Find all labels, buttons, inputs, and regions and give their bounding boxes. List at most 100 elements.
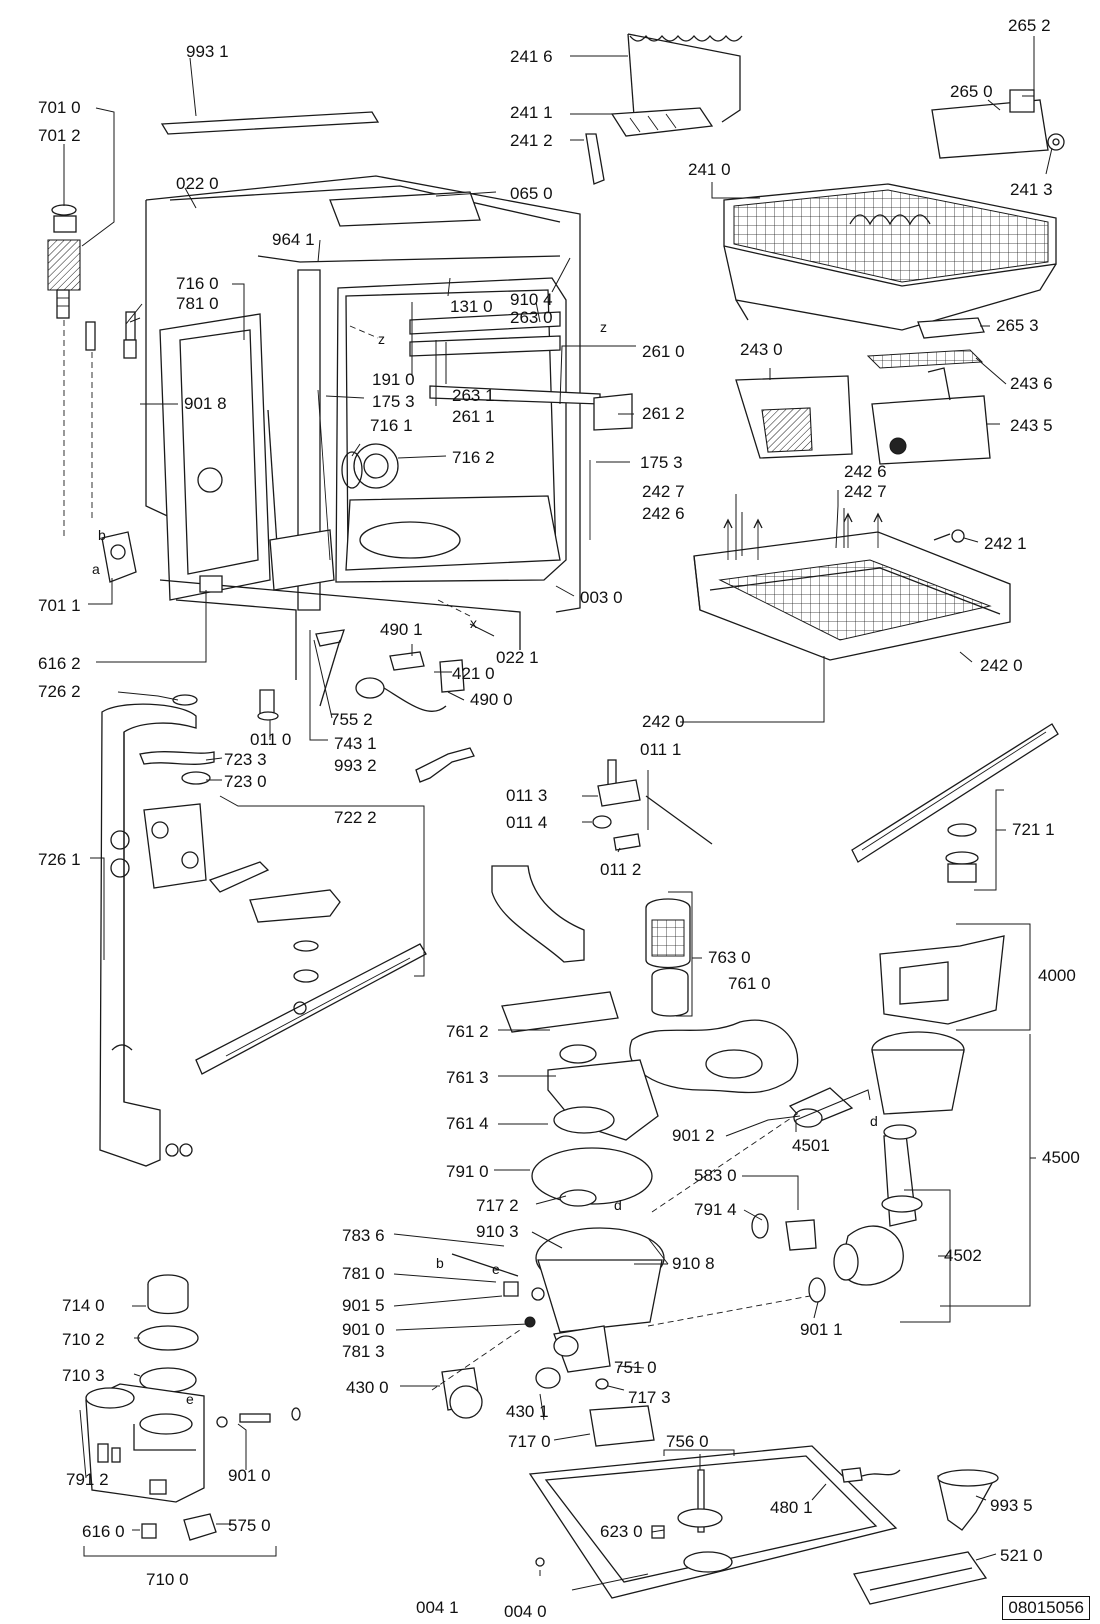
part-label: 521 0 — [1000, 1546, 1043, 1565]
part-label: 191 0 — [372, 370, 415, 389]
part-label: 175 3 — [372, 392, 415, 411]
part-label: 242 7 — [844, 482, 887, 501]
part-label: 723 0 — [224, 772, 267, 791]
part-label: 791 4 — [694, 1200, 737, 1219]
part-label: 755 2 — [330, 710, 373, 729]
part-label: 791 2 — [66, 1470, 109, 1489]
letter-mark: e — [492, 1261, 500, 1277]
part-label: 011 4 — [506, 813, 548, 832]
part-label: 263 1 — [452, 386, 495, 405]
part-label: 131 0 — [450, 297, 493, 316]
part-label: 701 2 — [38, 126, 81, 145]
part-label: 717 3 — [628, 1388, 671, 1407]
part-label: 242 0 — [642, 712, 685, 731]
letter-mark: x — [470, 615, 477, 631]
part-label: 242 6 — [844, 462, 887, 481]
part-label: 261 1 — [452, 407, 495, 426]
part-label: 901 2 — [672, 1126, 715, 1145]
part-label: 022 1 — [496, 648, 539, 667]
inlet-valve-part — [47, 204, 137, 583]
letter-mark: a — [92, 561, 100, 577]
part-label: 701 1 — [38, 596, 81, 615]
part-label: 716 1 — [370, 416, 413, 435]
letter-mark: d — [870, 1113, 878, 1129]
part-label: 993 5 — [990, 1496, 1033, 1515]
part-label: 717 0 — [508, 1432, 551, 1451]
part-label: 4502 — [944, 1246, 982, 1265]
part-label: 993 1 — [186, 42, 229, 61]
part-label: 241 6 — [510, 47, 553, 66]
part-label: 726 1 — [38, 850, 81, 869]
part-label: 241 3 — [1010, 180, 1053, 199]
part-label: 781 0 — [342, 1264, 385, 1283]
part-label: 781 0 — [176, 294, 219, 313]
part-label: 4500 — [1042, 1148, 1080, 1167]
part-label: 265 3 — [996, 316, 1039, 335]
part-label: 265 2 — [1008, 16, 1051, 35]
part-label: 751 0 — [614, 1358, 657, 1377]
pump-heater-parts — [647, 935, 1005, 1327]
upper-spray-arm-part — [851, 723, 1059, 883]
part-label: 901 8 — [184, 394, 227, 413]
part-label: 910 3 — [476, 1222, 519, 1241]
part-label: 716 2 — [452, 448, 495, 467]
base-tray-parts — [528, 1445, 999, 1605]
part-label: 717 2 — [476, 1196, 519, 1215]
part-label: 623 0 — [600, 1522, 643, 1541]
letter-mark: z — [600, 319, 607, 335]
door-switch-parts — [257, 629, 475, 783]
part-label: 575 0 — [228, 1516, 271, 1535]
part-label: 616 2 — [38, 654, 81, 673]
part-label: 421 0 — [452, 664, 495, 683]
upper-basket-part — [585, 33, 1065, 339]
part-label: 721 1 — [1012, 820, 1055, 839]
part-label: 241 1 — [510, 103, 553, 122]
part-label: 710 0 — [146, 1570, 189, 1589]
sump-filter-parts — [491, 865, 799, 1141]
part-label: 490 0 — [470, 690, 513, 709]
part-label: 243 5 — [1010, 416, 1053, 435]
part-label: 726 2 — [38, 682, 81, 701]
seal-strip-part — [160, 111, 380, 135]
part-label: 761 4 — [446, 1114, 489, 1133]
part-label: 993 2 — [334, 756, 377, 775]
part-label: 910 8 — [672, 1254, 715, 1273]
part-label: 710 3 — [62, 1366, 105, 1385]
part-label: 716 0 — [176, 274, 219, 293]
part-label: 4501 — [792, 1136, 830, 1155]
part-label: 243 0 — [740, 340, 783, 359]
part-label: 714 0 — [62, 1296, 105, 1315]
water-softener-parts — [85, 1274, 301, 1541]
part-label: 242 7 — [642, 482, 685, 501]
part-label: 791 0 — [446, 1162, 489, 1181]
part-label: 722 2 — [334, 808, 377, 827]
part-label: 761 3 — [446, 1068, 489, 1087]
part-label: 261 2 — [642, 404, 685, 423]
bracket-parts — [592, 759, 713, 851]
part-label: 011 3 — [506, 786, 548, 805]
letter-mark: b — [98, 527, 106, 543]
part-label: 761 2 — [446, 1022, 489, 1041]
part-label: 175 3 — [640, 453, 683, 472]
part-label: 480 1 — [770, 1498, 813, 1517]
part-label: 901 0 — [228, 1466, 271, 1485]
leader-lines — [63, 36, 1053, 1591]
part-label: 783 6 — [342, 1226, 385, 1245]
letter-mark: b — [436, 1255, 444, 1271]
lower-spray-arm-part — [195, 861, 427, 1075]
part-label: 964 1 — [272, 230, 315, 249]
part-label: 710 2 — [62, 1330, 105, 1349]
part-label: 763 0 — [708, 948, 751, 967]
part-label: 261 0 — [642, 342, 685, 361]
part-label: 011 0 — [250, 730, 292, 749]
letter-mark: e — [186, 1391, 194, 1407]
part-label: 430 1 — [506, 1402, 549, 1421]
part-label: 583 0 — [694, 1166, 737, 1185]
part-label: 022 0 — [176, 174, 219, 193]
part-label: 004 0 — [504, 1602, 547, 1621]
part-label: 004 1 — [416, 1598, 459, 1617]
part-label: 065 0 — [510, 184, 553, 203]
spray-pipe-part — [99, 694, 215, 1167]
